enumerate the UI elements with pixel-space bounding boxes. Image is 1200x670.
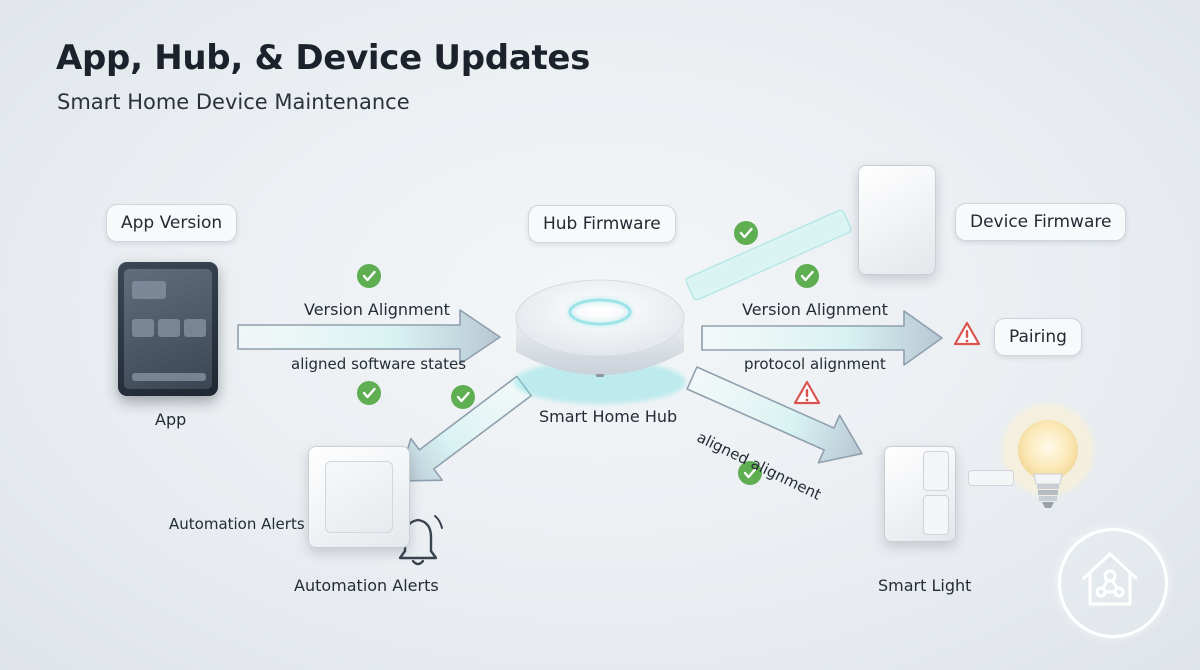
- app-tablet: [118, 262, 218, 396]
- light-connector: [968, 470, 1014, 486]
- check-icon: [357, 264, 381, 288]
- node-label-app: App: [155, 410, 187, 429]
- pill-hub-firmware: Hub Firmware: [528, 205, 676, 243]
- link-hub-to-device: [685, 209, 852, 301]
- bulb-icon: [1002, 404, 1094, 508]
- edge-label-right-top: Version Alignment: [742, 300, 888, 319]
- arrow-app-to-hub: [237, 309, 501, 365]
- pill-app-version: App Version: [106, 204, 238, 242]
- edge-label-right-bottom: protocol alignment: [744, 355, 886, 373]
- check-icon: [451, 385, 475, 409]
- node-label-smart-light: Smart Light: [878, 576, 972, 595]
- page-title: App, Hub, & Device Updates: [56, 38, 591, 78]
- node-label-hub: Smart Home Hub: [539, 407, 678, 426]
- warning-icon: [793, 380, 821, 405]
- device-plate: [858, 165, 936, 275]
- node-label-automation-side: Automation Alerts: [169, 515, 305, 533]
- arrow-hub-to-light: [686, 366, 863, 464]
- edge-label-left-top: Version Alignment: [304, 300, 450, 319]
- smart-home-hub: [514, 279, 686, 404]
- page-subtitle: Smart Home Device Maintenance: [57, 90, 410, 114]
- node-label-automation: Automation Alerts: [294, 576, 439, 595]
- warning-icon: [953, 321, 981, 346]
- pill-pairing: Pairing: [994, 318, 1082, 356]
- check-icon: [734, 221, 758, 245]
- pill-device-firmware: Device Firmware: [955, 203, 1127, 241]
- arrow-hub-to-pairing: [701, 310, 943, 366]
- logo-badge: [1058, 528, 1168, 638]
- light-switch: [884, 446, 956, 542]
- automation-switch: [308, 446, 410, 548]
- check-icon: [738, 461, 762, 485]
- edge-label-left-bottom: aligned software states: [291, 355, 467, 373]
- check-icon: [795, 264, 819, 288]
- check-icon: [357, 381, 381, 405]
